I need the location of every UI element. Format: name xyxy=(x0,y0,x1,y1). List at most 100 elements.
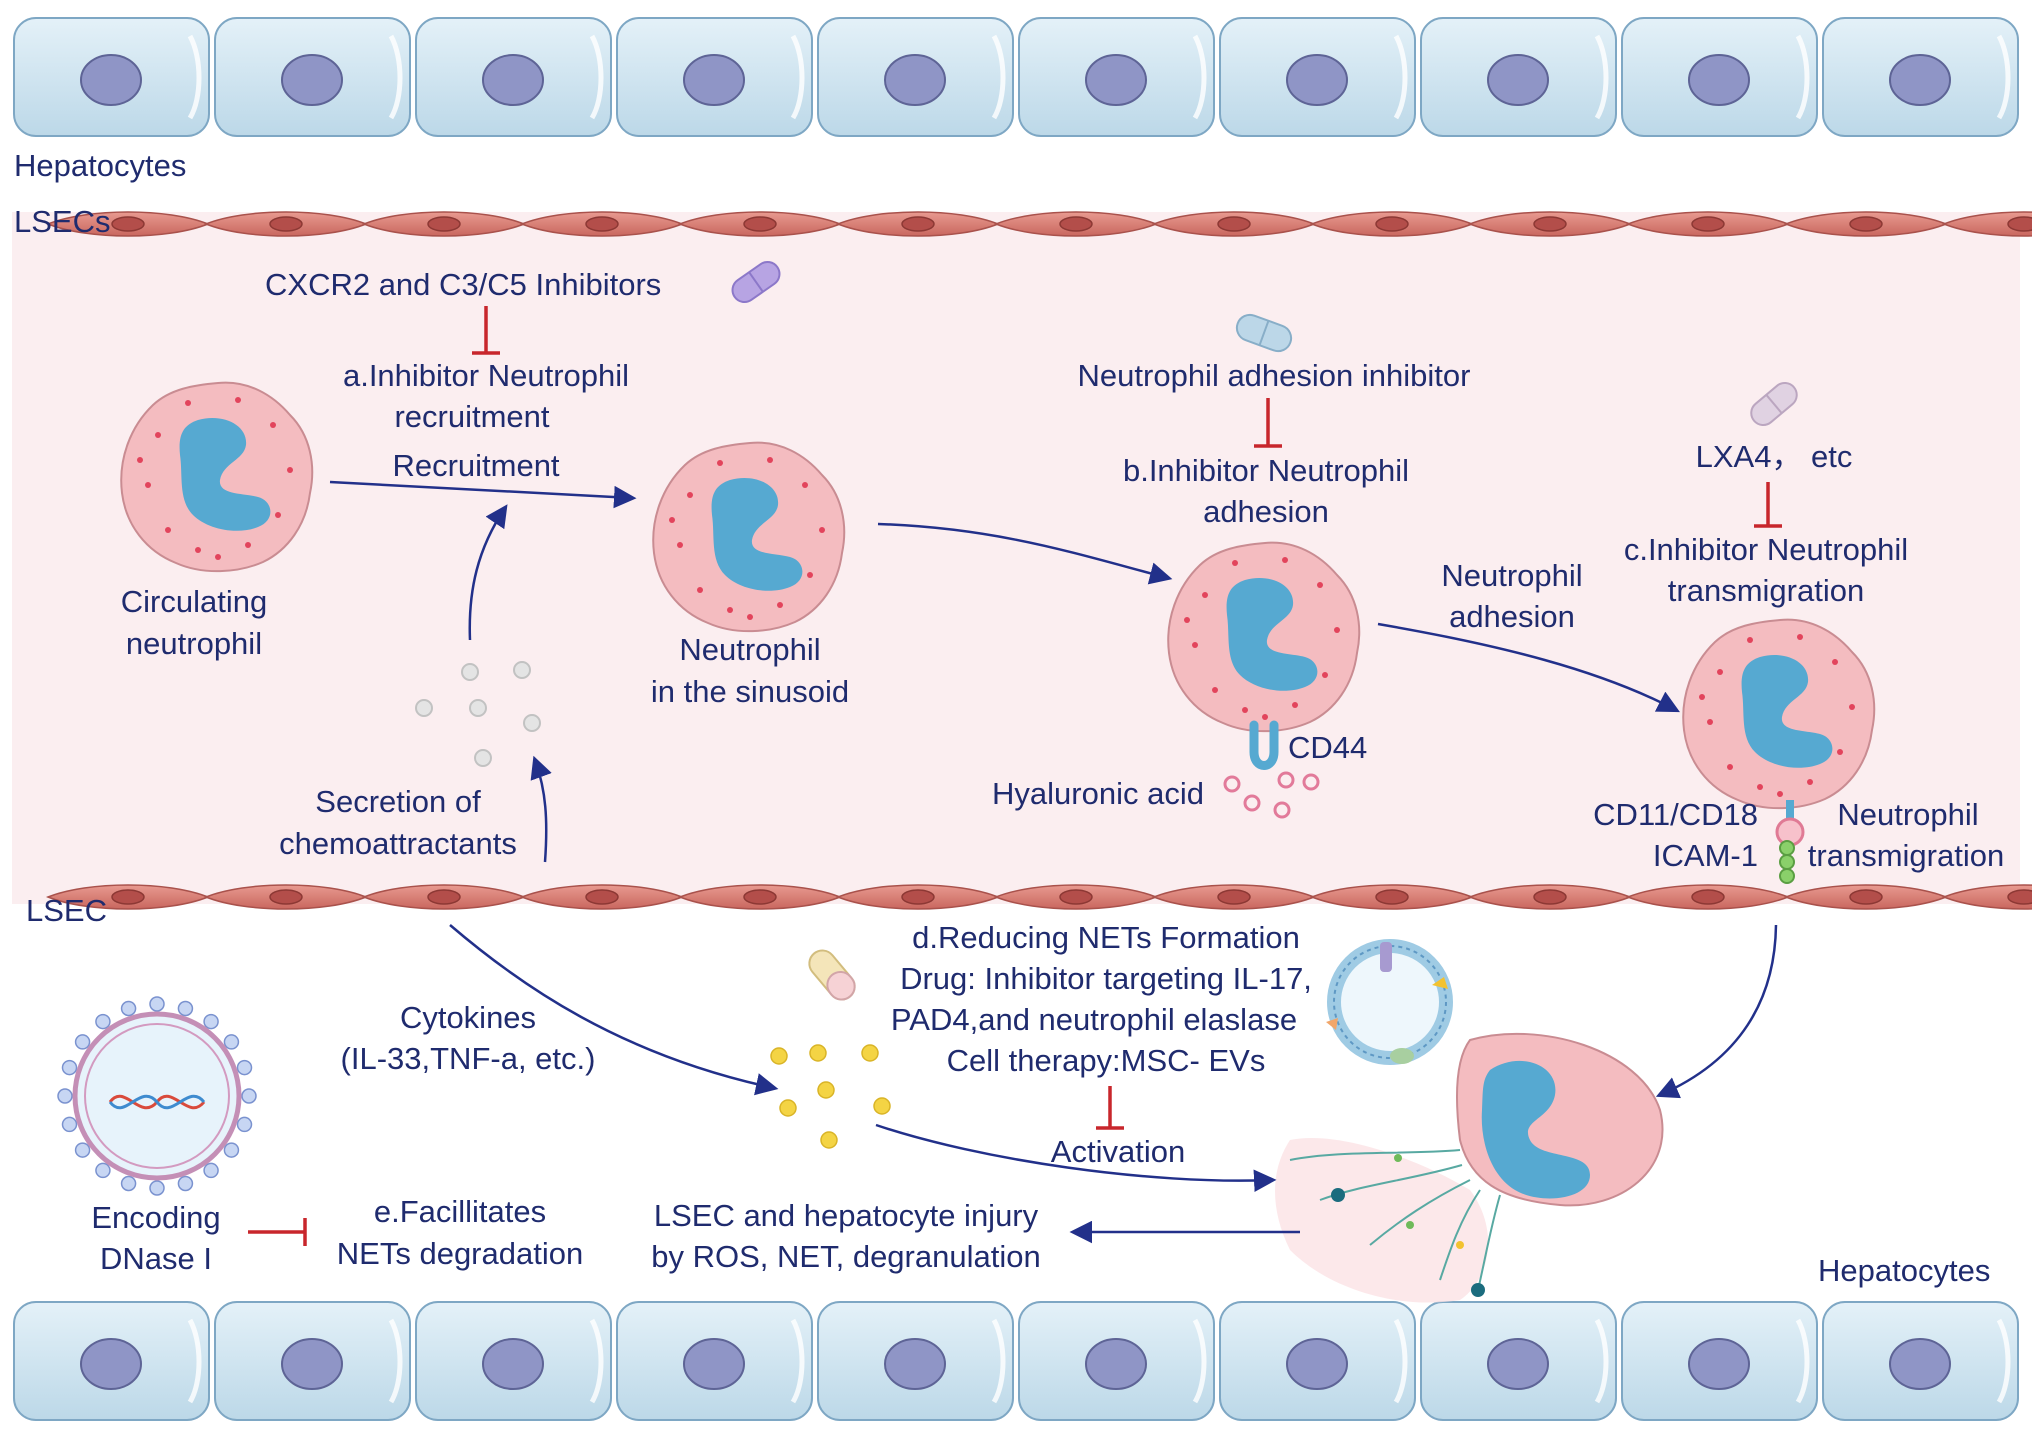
granule-dot xyxy=(1282,557,1288,563)
granule-dot xyxy=(1832,659,1838,665)
virus-spike xyxy=(95,1013,111,1030)
hepatocyte-nucleus xyxy=(1688,54,1750,106)
virus-spike xyxy=(74,1142,91,1158)
granule-dot xyxy=(275,512,281,518)
granule-dot xyxy=(1242,707,1248,713)
lsec-nucleus xyxy=(269,889,303,905)
lsec-nucleus xyxy=(901,216,935,232)
hepatocyte-highlight xyxy=(1594,1318,1609,1404)
circulating-text-line2: neutrophil xyxy=(126,626,262,661)
hepatocyte-highlight xyxy=(1996,1318,2011,1404)
granule-dot xyxy=(287,467,293,473)
pathway-arrows xyxy=(329,480,1778,1244)
lsec-nucleus xyxy=(585,216,619,232)
lsec-nucleus xyxy=(1533,216,1567,232)
inhibit-adhesion xyxy=(1254,398,1282,448)
granule-dot xyxy=(1322,672,1328,678)
virus-spike xyxy=(223,1034,240,1050)
inhibit-nets-formation xyxy=(1096,1086,1124,1130)
granule-dot xyxy=(1807,779,1813,785)
lsec-cell xyxy=(1941,884,2032,910)
granule-dot xyxy=(717,460,723,466)
encoding-text-line1: Encoding xyxy=(91,1200,220,1235)
hepatocyte-nucleus xyxy=(80,1338,142,1390)
virus-spike xyxy=(177,1000,194,1017)
lsec-nucleus xyxy=(111,216,145,232)
label-lsecs-top: LSECs xyxy=(14,204,110,239)
granule-dot xyxy=(1699,694,1705,700)
cxcr2-inhibitors-text: CXCR2 and C3/C5 Inhibitors xyxy=(265,267,661,302)
hepatocyte-nucleus xyxy=(1286,54,1348,106)
lsec-row-bottom xyxy=(45,884,2032,910)
lsec-nucleus xyxy=(1691,889,1725,905)
lsec-nucleus xyxy=(1217,889,1251,905)
granule-dot xyxy=(1334,627,1340,633)
granule-dot xyxy=(727,607,733,613)
granule-dot xyxy=(137,457,143,463)
pill-icon-cxcr2 xyxy=(731,260,781,304)
virus-spike xyxy=(223,1142,240,1158)
lsec-nucleus xyxy=(1059,216,1093,232)
label-lsec-bottom: LSEC xyxy=(26,893,107,928)
step-b-text-line1: b.Inhibitor Neutrophil xyxy=(1123,453,1409,488)
hepatocyte-highlight xyxy=(1795,34,1810,120)
step-a-text-line1: a.Inhibitor Neutrophil xyxy=(343,358,629,393)
granule-dot xyxy=(767,457,773,463)
granule-dot xyxy=(1202,592,1208,598)
hepatocyte-highlight xyxy=(589,1318,604,1404)
virus-spike xyxy=(177,1175,194,1192)
granule-dot xyxy=(1184,617,1190,623)
hepatocyte-highlight xyxy=(388,1318,403,1404)
step-b-text-line2: adhesion xyxy=(1203,494,1329,529)
virus-spike xyxy=(120,1175,137,1192)
granule-dot xyxy=(1849,704,1855,710)
lsec-nucleus xyxy=(111,889,145,905)
granule-dot xyxy=(747,614,753,620)
granule-dot xyxy=(1317,582,1323,588)
sinusoid-neutrophil-cell xyxy=(652,441,846,633)
hepatocyte-nucleus xyxy=(80,54,142,106)
lsec-nucleus xyxy=(1691,216,1725,232)
step-c-text-line1: c.Inhibitor Neutrophil xyxy=(1624,532,1908,567)
granule-dot xyxy=(1707,719,1713,725)
virus-spike xyxy=(120,1000,137,1017)
adhering-neutrophil-cell xyxy=(1167,541,1361,733)
granule-dot xyxy=(185,400,191,406)
granule-dot xyxy=(165,527,171,533)
dnase-virus-particle-icon xyxy=(57,996,257,1196)
adhesion-text-line1: Neutrophil xyxy=(1441,558,1582,593)
icam1-chain-icon xyxy=(1779,840,1795,884)
lsec-nucleus xyxy=(427,216,461,232)
lsec-nucleus xyxy=(1059,889,1093,905)
secretion-text-line1: Secretion of xyxy=(315,784,481,819)
hepatocyte-highlight xyxy=(1192,1318,1207,1404)
netosis-neutrophil-icon xyxy=(1275,1032,1664,1303)
inhibit-transmigration xyxy=(1754,482,1782,528)
inhibition-symbols xyxy=(248,306,1782,1246)
hepatocyte-nucleus xyxy=(281,1338,343,1390)
encoding-text-line2: DNase I xyxy=(100,1241,212,1276)
virus-spike xyxy=(236,1116,253,1133)
virus-spike xyxy=(203,1162,219,1179)
lxa4-text: LXA4， etc xyxy=(1696,439,1853,474)
granule-dot xyxy=(270,422,276,428)
hepatocyte-nucleus xyxy=(1487,54,1549,106)
arrow-activation xyxy=(875,1123,1277,1192)
granule-dot xyxy=(1292,702,1298,708)
cytokine-dots xyxy=(770,1044,891,1149)
hepatocyte-highlight xyxy=(790,1318,805,1404)
granule-dot xyxy=(807,572,813,578)
hyaluronic-acid-dots xyxy=(1223,771,1320,819)
hepatocyte-nucleus xyxy=(1487,1338,1549,1390)
lsec-nucleus xyxy=(2007,889,2032,905)
circulating-text-line1: Circulating xyxy=(121,584,267,619)
transmigration-text-line2: transmigration xyxy=(1808,838,2004,873)
lsec-nucleus xyxy=(901,889,935,905)
hepatocyte-row-top xyxy=(13,17,2019,137)
hepatocyte-nucleus xyxy=(683,1338,745,1390)
step-e-text-line1: e.Facillitates xyxy=(374,1194,546,1229)
step-d-text-line2: Drug: Inhibitor targeting IL-17, xyxy=(900,961,1312,996)
granule-dot xyxy=(155,432,161,438)
step-d-text-line3: PAD4,and neutrophil elaslase xyxy=(891,1002,1297,1037)
hepatocyte-nucleus xyxy=(482,54,544,106)
